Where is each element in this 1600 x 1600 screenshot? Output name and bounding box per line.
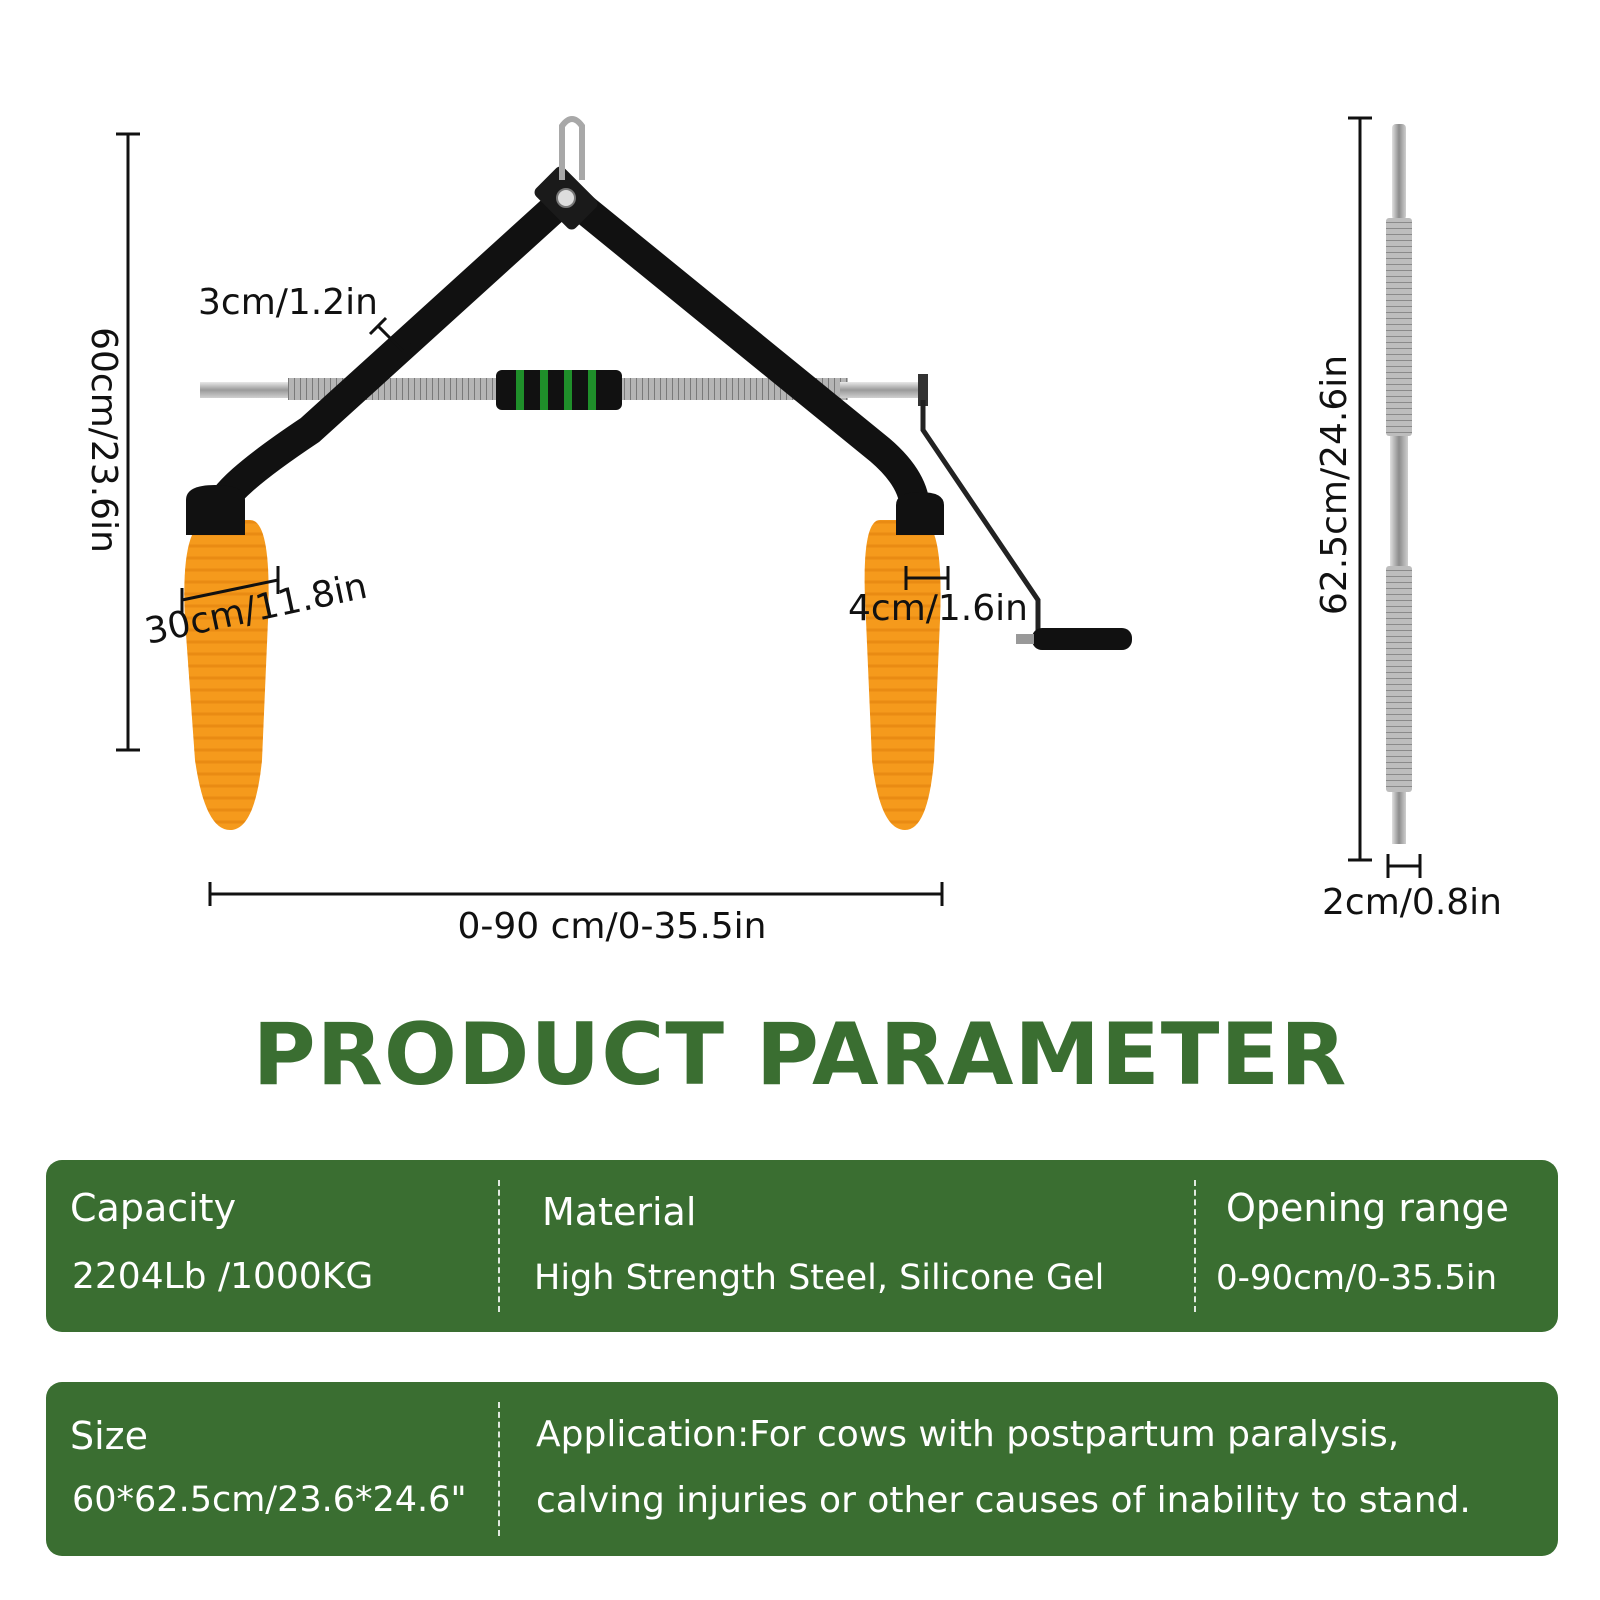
rod-length-label: 62.5cm/24.6in (1314, 355, 1355, 615)
section-title: PRODUCT PARAMETER (252, 1005, 1348, 1105)
capacity-label: Capacity (70, 1186, 237, 1230)
tube-label: 3cm/1.2in (198, 282, 378, 323)
material-label: Material (542, 1190, 697, 1234)
rod-grip (496, 370, 622, 410)
divider (498, 1402, 500, 1536)
crank-handle (920, 400, 1132, 650)
size-cell: Size 60*62.5cm/23.6*24.6" (46, 1382, 498, 1556)
tube-dimension-line (368, 316, 414, 362)
height-dimension-line (116, 132, 140, 752)
separate-rod (1386, 124, 1412, 844)
parameter-panel-bottom: Size 60*62.5cm/23.6*24.6" Application:Fo… (46, 1382, 1558, 1556)
divider (1194, 1180, 1196, 1312)
pad-width-label: 4cm/1.6in (848, 588, 1028, 629)
opening-range-label: Opening range (1226, 1186, 1509, 1230)
product-diagram: 60cm/23.6in (83, 116, 1502, 947)
material-value: High Strength Steel, Silicone Gel (534, 1258, 1105, 1298)
opening-range-cell: Opening range 0-90cm/0-35.5in (1196, 1160, 1558, 1332)
clamp-frame (205, 166, 930, 525)
parameter-panel-top: Capacity 2204Lb /1000KG Material High St… (46, 1160, 1558, 1332)
pad-width-dimension-line (904, 566, 950, 590)
size-label: Size (70, 1414, 149, 1458)
application-line-2: calving injuries or other causes of inab… (536, 1480, 1471, 1521)
right-pad (864, 492, 944, 830)
clamp-width-dimension-line (180, 566, 280, 614)
capacity-value: 2204Lb /1000KG (72, 1256, 374, 1297)
rod-length-dimension-line (1348, 116, 1372, 862)
capacity-cell: Capacity 2204Lb /1000KG (46, 1160, 498, 1332)
left-pad (184, 485, 269, 830)
opening-dimension-line (208, 882, 944, 906)
divider (498, 1180, 500, 1312)
height-label: 60cm/23.6in (83, 327, 124, 553)
shackle-icon (559, 116, 585, 180)
rod-diameter-label: 2cm/0.8in (1322, 882, 1502, 923)
material-cell: Material High Strength Steel, Silicone G… (500, 1160, 1200, 1332)
opening-label: 0-90 cm/0-35.5in (457, 906, 766, 947)
opening-range-value: 0-90cm/0-35.5in (1216, 1258, 1498, 1298)
application-cell: Application:For cows with postpartum par… (500, 1382, 1558, 1556)
application-line-1: Application:For cows with postpartum par… (536, 1414, 1400, 1455)
rod-diameter-dimension-line (1386, 854, 1422, 878)
size-value: 60*62.5cm/23.6*24.6" (72, 1480, 467, 1520)
